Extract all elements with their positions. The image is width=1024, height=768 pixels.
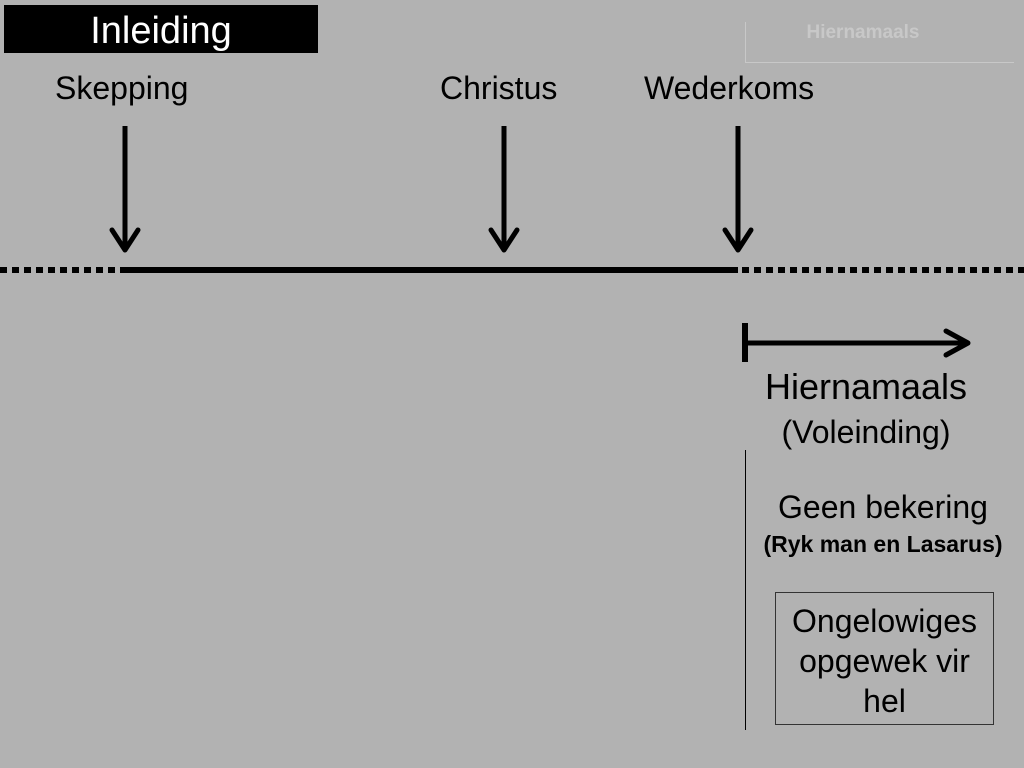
slide-title: Inleiding [90,10,232,52]
title-banner: Inleiding [4,5,318,53]
arrow-down-icon-skepping [109,126,141,253]
event-label-wederkoms: Wederkoms [644,70,815,106]
event-label-skepping: Skepping [55,70,189,106]
arrow-right-icon-hiernamaals [742,323,971,362]
event-label-christus: Christus [440,70,558,106]
unbelievers-box: Ongelowiges opgewek vir hel [775,592,994,725]
unbelievers-text: Ongelowiges opgewek vir hel [792,603,977,719]
section-tab-label: Hiernamaals [806,22,920,43]
no-conversion-reference: (Ryk man en Lasarus) [763,531,1003,557]
afterlife-title: Hiernamaals [764,366,968,407]
section-tab: Hiernamaals [745,22,1014,63]
arrow-down-icon-wederkoms [722,126,754,253]
afterlife-subtitle: (Voleinding) [781,414,951,450]
afterlife-divider [745,450,746,730]
arrow-down-icon-christus [488,126,520,253]
no-conversion-text: Geen bekering [778,489,988,525]
